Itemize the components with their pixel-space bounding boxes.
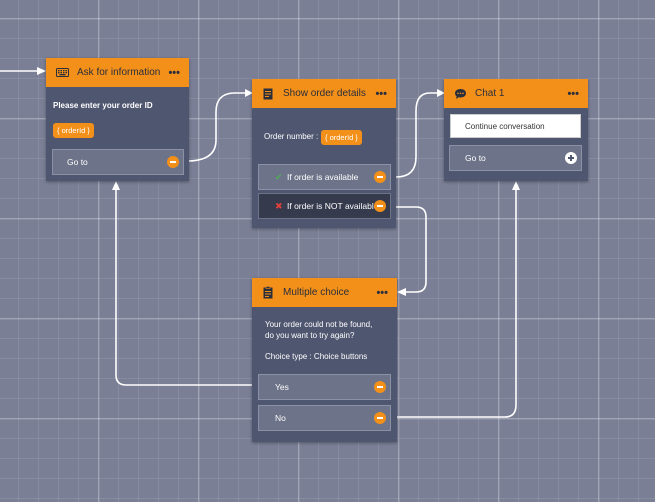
- option-label: No: [275, 413, 286, 423]
- chat-node[interactable]: Chat 1 ••• Continue conversation Go to: [444, 79, 588, 181]
- arrow-head-icon: [512, 181, 520, 190]
- node-title: Ask for information: [77, 67, 161, 78]
- branch-not-available-button[interactable]: ✖ If order is NOT available: [258, 193, 391, 219]
- branch-label: If order is available: [287, 171, 359, 182]
- node-header[interactable]: Show order details •••: [252, 79, 396, 108]
- continue-conversation-field[interactable]: Continue conversation: [450, 114, 581, 138]
- goto-button[interactable]: Go to: [52, 149, 184, 175]
- minus-circle-icon[interactable]: [374, 200, 386, 212]
- arrow-head-icon: [397, 288, 406, 296]
- node-title: Multiple choice: [283, 287, 350, 298]
- chat-bubble-icon: [453, 87, 467, 101]
- connector-yes-to-ask: [115, 190, 258, 386]
- branch-label: If order is NOT available: [287, 200, 379, 211]
- arrow-head-icon: [112, 181, 120, 190]
- arrow-head-icon: [437, 89, 445, 97]
- keyboard-icon: [55, 66, 69, 80]
- minus-circle-icon[interactable]: [374, 171, 386, 183]
- arrow-head-icon: [245, 89, 253, 97]
- goto-button[interactable]: Go to: [449, 145, 582, 171]
- node-menu-button[interactable]: •••: [376, 286, 388, 299]
- message-line-2: do you want to try again?: [265, 331, 355, 340]
- minus-circle-icon[interactable]: [167, 156, 179, 168]
- branch-available-button[interactable]: ✔ If order is available: [258, 164, 391, 190]
- option-no-button[interactable]: No: [258, 405, 391, 431]
- connector-notavail-to-multi: [388, 206, 427, 293]
- message-line-1: Your order could not be found,: [265, 320, 373, 329]
- node-menu-button[interactable]: •••: [567, 87, 579, 100]
- minus-circle-icon[interactable]: [374, 412, 386, 424]
- node-title: Show order details: [283, 88, 366, 99]
- cross-icon: ✖: [275, 200, 283, 211]
- goto-label: Go to: [67, 157, 88, 167]
- option-label: Yes: [275, 382, 289, 392]
- connector-show-to-chat: [395, 92, 438, 178]
- document-icon: [261, 87, 275, 101]
- connector-no-to-chat: [397, 190, 517, 418]
- clipboard-icon: [261, 286, 275, 300]
- variable-chip[interactable]: { orderId }: [53, 123, 94, 138]
- node-header[interactable]: Ask for information •••: [46, 58, 189, 87]
- node-header[interactable]: Chat 1 •••: [444, 79, 588, 108]
- choice-type-label: Choice type : Choice buttons: [265, 352, 368, 361]
- check-icon: ✔: [275, 171, 283, 182]
- prompt-text: Please enter your order ID: [53, 101, 153, 110]
- node-menu-button[interactable]: •••: [168, 66, 180, 79]
- plus-circle-icon[interactable]: [565, 152, 577, 164]
- show-order-details-node[interactable]: Show order details ••• Order number : { …: [252, 79, 396, 228]
- goto-label: Go to: [465, 153, 486, 163]
- minus-circle-icon[interactable]: [374, 381, 386, 393]
- node-menu-button[interactable]: •••: [375, 87, 387, 100]
- variable-chip[interactable]: { orderId }: [321, 130, 362, 145]
- arrow-head-icon: [37, 67, 46, 75]
- order-number-label: Order number :: [264, 132, 319, 141]
- option-yes-button[interactable]: Yes: [258, 374, 391, 400]
- multiple-choice-node[interactable]: Multiple choice ••• Your order could not…: [252, 278, 397, 442]
- ask-for-information-node[interactable]: Ask for information ••• Please enter you…: [46, 58, 189, 181]
- node-title: Chat 1: [475, 88, 505, 99]
- node-header[interactable]: Multiple choice •••: [252, 278, 397, 307]
- connector-ask-to-show: [186, 92, 246, 162]
